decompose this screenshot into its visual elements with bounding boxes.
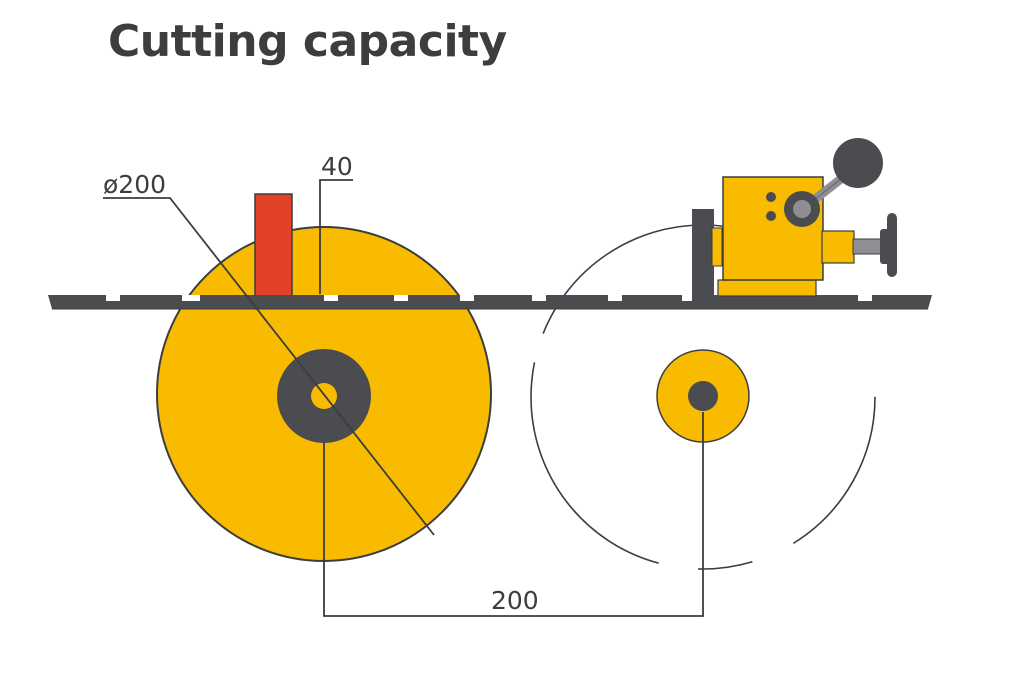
- travel-dimension-lines: [323, 412, 704, 617]
- drive-pulley-center: [688, 381, 718, 411]
- height-label: 40: [321, 152, 353, 181]
- page-title: Cutting capacity: [108, 16, 507, 67]
- diameter-leader: [103, 197, 435, 536]
- vise-clamp: [692, 138, 897, 297]
- workpiece: [254, 193, 293, 301]
- travel-label: 200: [491, 586, 539, 615]
- table-rail: [48, 295, 932, 310]
- diameter-label: ø200: [103, 170, 166, 199]
- height-leader: [319, 179, 353, 294]
